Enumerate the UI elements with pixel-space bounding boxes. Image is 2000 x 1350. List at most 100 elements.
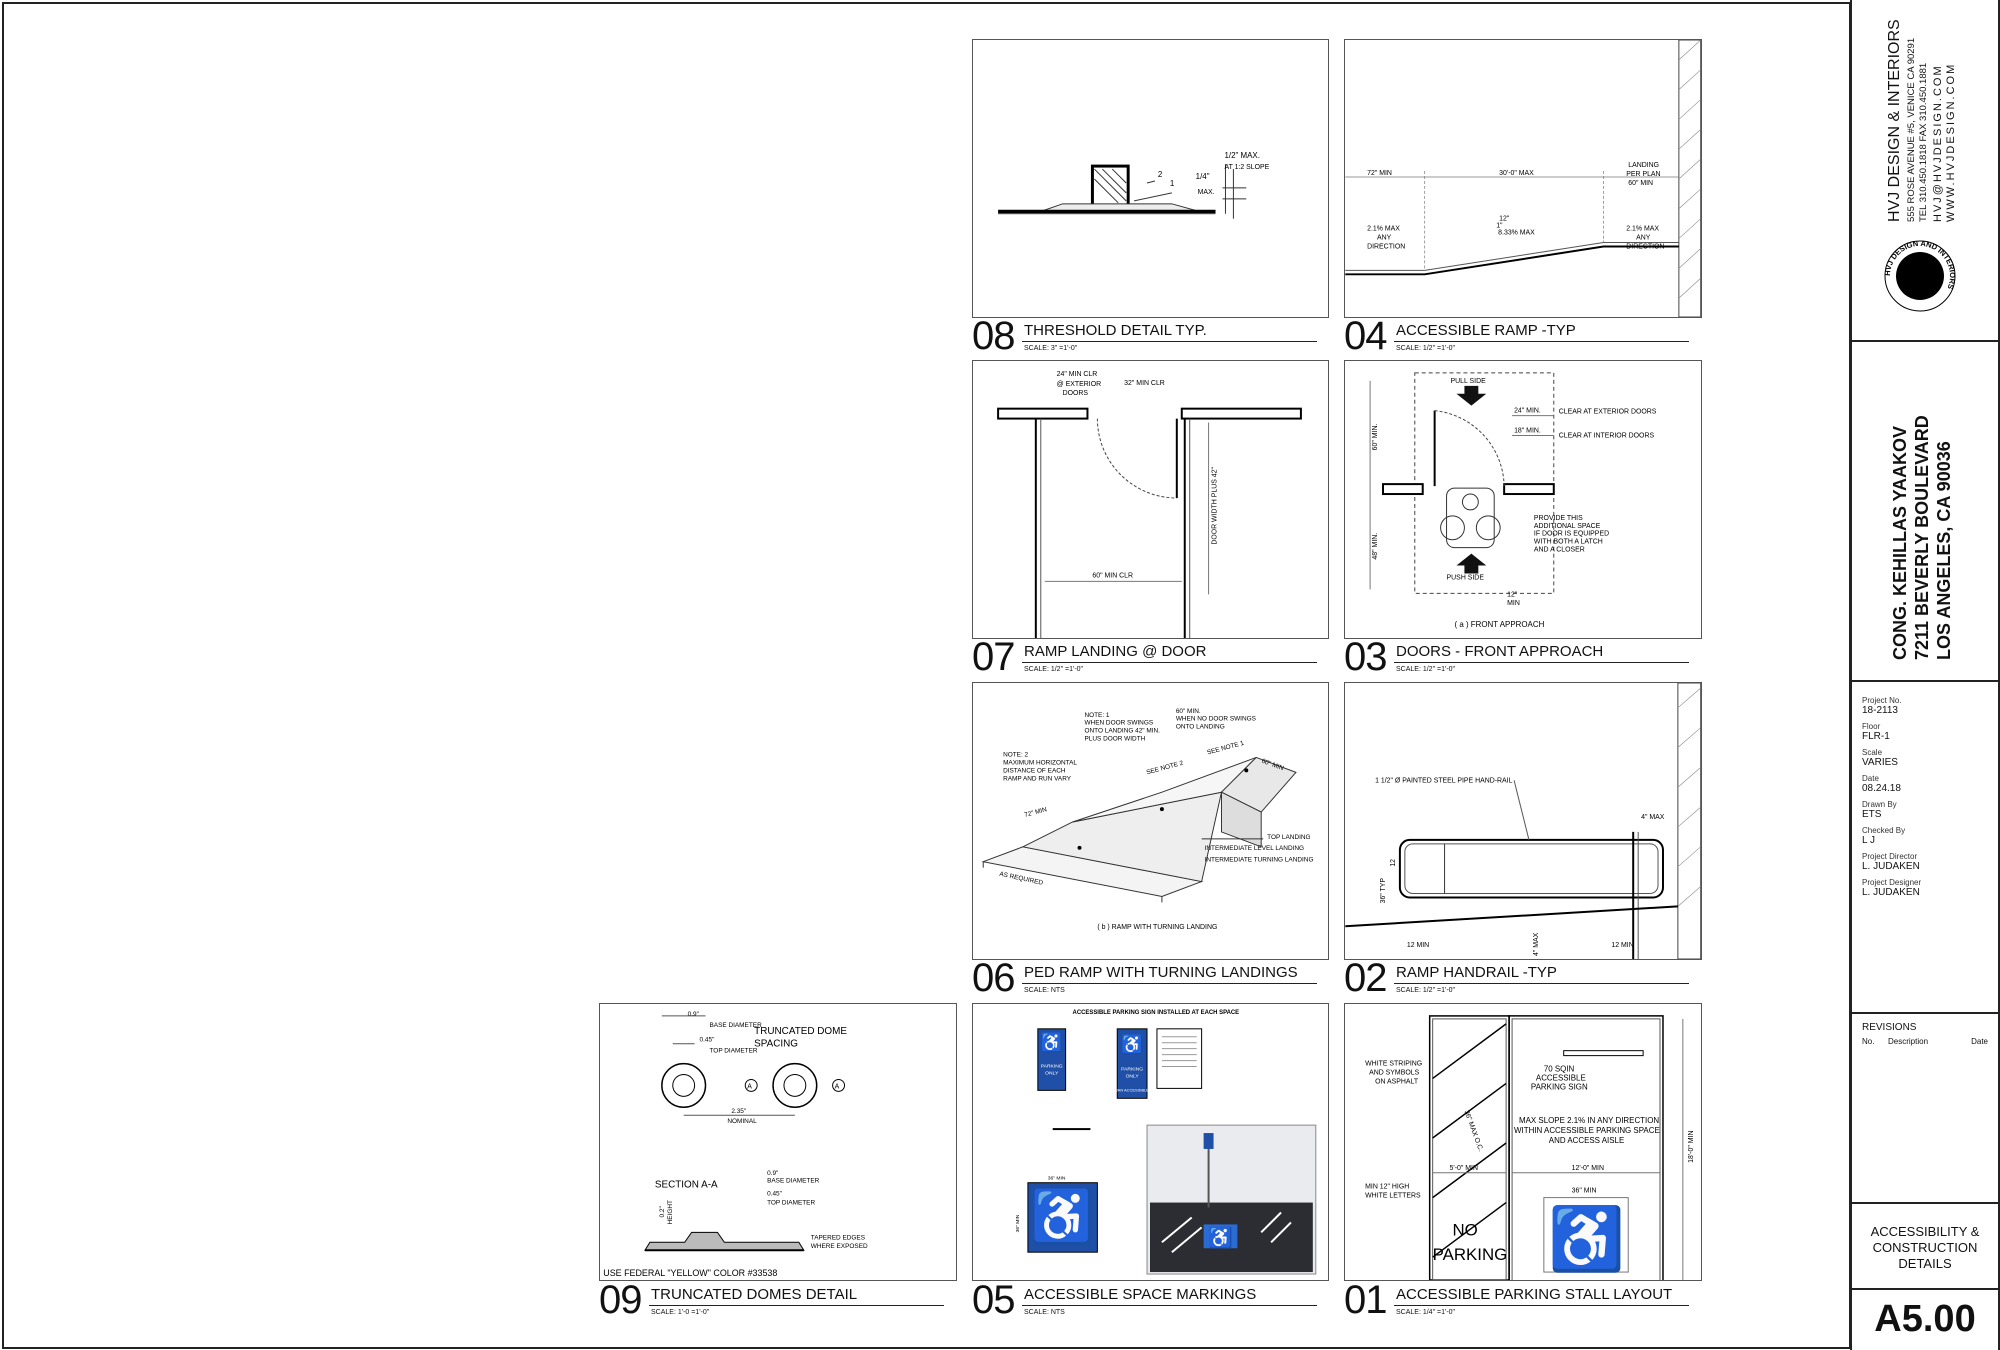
firm-name: HVJ DESIGN & INTERIORS [1886,19,1903,222]
note-04-f: 2.1% MAX [1367,226,1400,233]
note-09-c: 0.45" [700,1037,716,1044]
note-04-g2: ANY [1636,235,1651,242]
detail-04-label: 04 ACCESSIBLE RAMP -TYP SCALE: 1/2" =1'-… [1344,314,1689,358]
note-06-l: SEE NOTE 1 [1206,740,1245,757]
note-05-c2: ONLY [1126,1073,1140,1079]
note-06-h: NOTE: 2 [1003,751,1028,758]
project-section: CONG. KEHILLAS YAAKOV 7211 BEVERLY BOULE… [1852,340,1998,680]
accessible-symbol-icon: ♿ [1548,1204,1625,1274]
note-01-g: MAX SLOPE 2.1% IN ANY DIRECTION [1519,1116,1659,1125]
note-05-f: 36" MIN [1015,1214,1021,1232]
note-08-f: 1 [1170,179,1175,188]
note-06-m: SEE NOTE 2 [1146,760,1185,777]
sheet-title-line-1: ACCESSIBILITY & [1870,1224,1980,1239]
svg-text:♿: ♿ [1121,1034,1143,1055]
rev-no-header: No. [1862,1037,1875,1046]
note-04-g: ANY [1377,235,1392,242]
note-08-e: 2 [1158,170,1163,179]
detail-scale: SCALE: 1/2" =1'-0" [1396,987,1456,994]
note-06-s: AS REQUIRED [999,871,1044,887]
detail-09-truncated-domes-drawing: 0.9" BASE DIAMETER 0.45" TOP DIAMETER TR… [599,1003,957,1281]
sheet-title-section: ACCESSIBILITY & CONSTRUCTION DETAILS [1852,1202,1998,1288]
note-01-c: ON ASPHALT [1375,1078,1419,1085]
detail-number: 05 [972,1278,1015,1322]
detail-title: ACCESSIBLE SPACE MARKINGS [1024,1286,1257,1303]
note-06-p: TOP LANDING [1267,834,1310,841]
note-01-m: MIN 12" HIGH [1365,1184,1409,1191]
note-01-p: PARKING [1433,1245,1508,1264]
note-07-d: 32" MIN CLR [1124,380,1165,387]
note-03-c: CLEAR AT EXTERIOR DOORS [1559,409,1657,416]
note-02-c: 36" TYP [1380,878,1387,904]
detail-05-label: 05 ACCESSIBLE SPACE MARKINGS SCALE: NTS [972,1278,1317,1322]
note-04-d: PER PLAN [1626,171,1660,178]
note-06-t: ( b ) RAMP WITH TURNING LANDING [1097,924,1217,931]
note-09-j: 0.2" [659,1206,666,1218]
note-06-d: PLUS DOOR WIDTH [1084,736,1145,743]
rev-date-header: Date [1971,1037,1988,1046]
note-06-b: WHEN DOOR SWINGS [1084,720,1153,727]
note-07-a: 24" MIN CLR [1057,371,1098,378]
note-03-p: ( a ) FRONT APPROACH [1454,620,1544,629]
note-09-g: 2.35" [731,1108,747,1115]
note-01-d: 70 SQIN [1544,1065,1575,1074]
note-04-h: DIRECTION [1367,243,1405,250]
note-04-a: 72" MIN [1367,170,1392,177]
note-06-r: INTERMEDIATE TURNING LANDING [1205,857,1314,864]
firm-address: 555 ROSE AVENUE #5, VENICE CA 90291 [1906,37,1917,222]
note-09-o2: A [835,1083,840,1090]
detail-02-label: 02 RAMP HANDRAIL -TYP SCALE: 1/2" =1'-0" [1344,956,1689,1000]
note-09-d2: TOP DIAMETER [767,1200,815,1207]
note-09-e: TRUNCATED DOME [754,1026,847,1037]
ramp-detail-svg: 72" MIN 30'-0" MAX LANDING PER PLAN 60" … [1345,40,1701,317]
meta-project-no: Project No.18-2113 [1862,696,1902,716]
ped-ramp-svg: NOTE: 1 WHEN DOOR SWINGS ONTO LANDING 42… [981,708,1314,931]
note-05-b: PARKING [1041,1064,1063,1070]
note-05-b2: PARKING [1121,1067,1143,1073]
note-08-b: AT 1:2 SLOPE [1224,164,1269,171]
note-08-c: 1/4" [1196,172,1210,181]
note-06-q: INTERMEDIATE LEVEL LANDING [1205,845,1304,852]
detail-09-label: 09 TRUNCATED DOMES DETAIL SCALE: 1'-0 =1… [599,1278,944,1322]
note-05-c: ONLY [1045,1070,1059,1076]
project-line-3: LOS ANGELES, CA 90036 [1934,441,1954,660]
sheet-number: A5.00 [1874,1298,1976,1340]
detail-08-threshold-drawing: 1/2" MAX. AT 1:2 SLOPE 1/4" MAX. 2 1 [972,39,1329,318]
detail-number: 06 [972,956,1015,1000]
note-04-b: 30'-0" MAX [1499,170,1534,177]
note-08-a: 1/2" MAX. [1224,151,1259,160]
note-04-e: 60" MIN [1628,180,1653,187]
revisions-title: REVISIONS [1862,1022,1917,1033]
detail-number: 01 [1344,1278,1387,1322]
note-03-e: CLEAR AT INTERIOR DOORS [1559,432,1655,439]
note-02-e2: 12 MIN [1611,942,1633,949]
note-06-e: 60" MIN. [1176,708,1201,715]
note-09-o: A [747,1083,752,1090]
detail-title: RAMP HANDRAIL -TYP [1396,964,1557,981]
note-06-f: WHEN NO DOOR SWINGS [1176,716,1256,723]
detail-scale: SCALE: NTS [1024,1309,1065,1316]
detail-01-label: 01 ACCESSIBLE PARKING STALL LAYOUT SCALE… [1344,1278,1689,1322]
note-09-f: SPACING [754,1039,798,1050]
detail-01-parking-stall-drawing: ♿ WHITE STRIPING AND SYMBOLS ON ASPHALT … [1344,1003,1702,1281]
title-block: HVJ DESIGN & INTERIORS 555 ROSE AVENUE #… [1850,0,2000,1350]
note-01-l: 36" MIN [1572,1188,1597,1195]
note-09-d: TOP DIAMETER [709,1048,757,1055]
detail-number: 03 [1344,635,1387,679]
note-04-h2: DIRECTION [1626,243,1664,250]
note-04-k: 8.33% MAX [1498,230,1535,237]
detail-scale: SCALE: 1/2" =1'-0" [1396,666,1456,673]
note-09-c2: 0.45" [767,1191,783,1198]
landing-door-svg: 24" MIN CLR @ EXTERIOR DOORS 32" MIN CLR… [997,371,1302,638]
note-06-o: 72" MIN [1024,806,1048,819]
note-09-a: 0.9" [688,1011,700,1018]
project-line-2: 7211 BEVERLY BOULEVARD [1912,415,1932,660]
detail-07-landing-drawing: 24" MIN CLR @ EXTERIOR DOORS 32" MIN CLR… [972,360,1329,639]
note-06-i: MAXIMUM HORIZONTAL [1003,759,1077,766]
note-03-d: 18" MIN. [1514,427,1541,434]
truncated-domes-svg: 0.9" BASE DIAMETER 0.45" TOP DIAMETER TR… [603,1011,868,1278]
detail-04-ramp-drawing: 72" MIN 30'-0" MAX LANDING PER PLAN 60" … [1344,39,1702,318]
note-01-i: AND ACCESS AISLE [1549,1136,1624,1145]
